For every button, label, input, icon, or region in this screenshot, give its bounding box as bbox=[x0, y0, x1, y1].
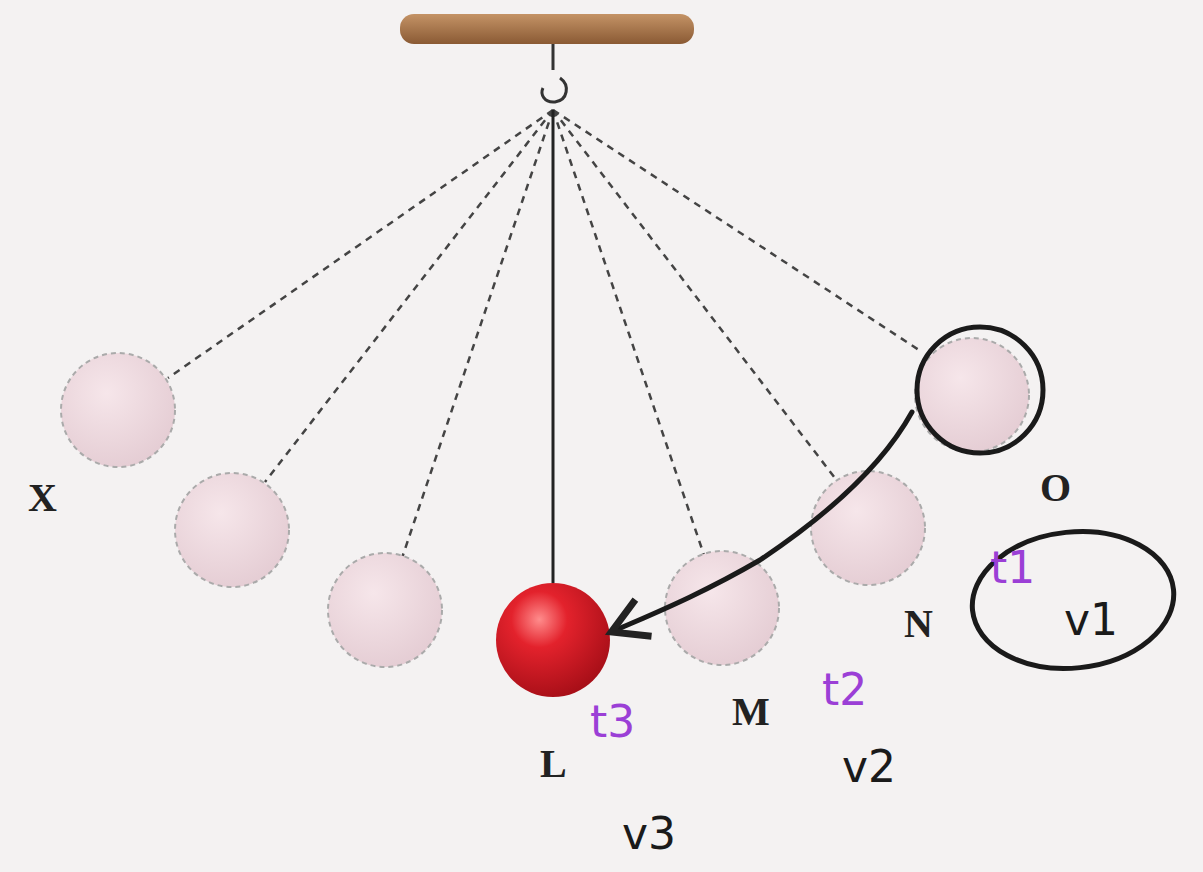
position-label: O bbox=[1040, 468, 1071, 508]
handwritten-note: v3 bbox=[622, 812, 676, 856]
string bbox=[552, 110, 555, 583]
support-bar bbox=[400, 14, 694, 44]
handwritten-note: v2 bbox=[842, 745, 896, 789]
handwritten-note: t1 bbox=[990, 546, 1035, 590]
hook bbox=[542, 44, 566, 102]
circled-note: t1 v1 bbox=[968, 528, 1178, 672]
handwritten-circle bbox=[917, 327, 1043, 453]
handwritten-arrow bbox=[616, 412, 912, 630]
position-label: X bbox=[28, 478, 57, 518]
handwritten-note: t2 bbox=[822, 668, 867, 712]
pendulum-bob bbox=[496, 583, 610, 697]
handwritten-note: v1 bbox=[1064, 598, 1118, 642]
position-label: M bbox=[732, 692, 770, 732]
handwritten-note: t3 bbox=[590, 700, 635, 744]
position-label: L bbox=[540, 744, 567, 784]
dashed-strings bbox=[168, 110, 922, 558]
position-label: N bbox=[904, 604, 933, 644]
